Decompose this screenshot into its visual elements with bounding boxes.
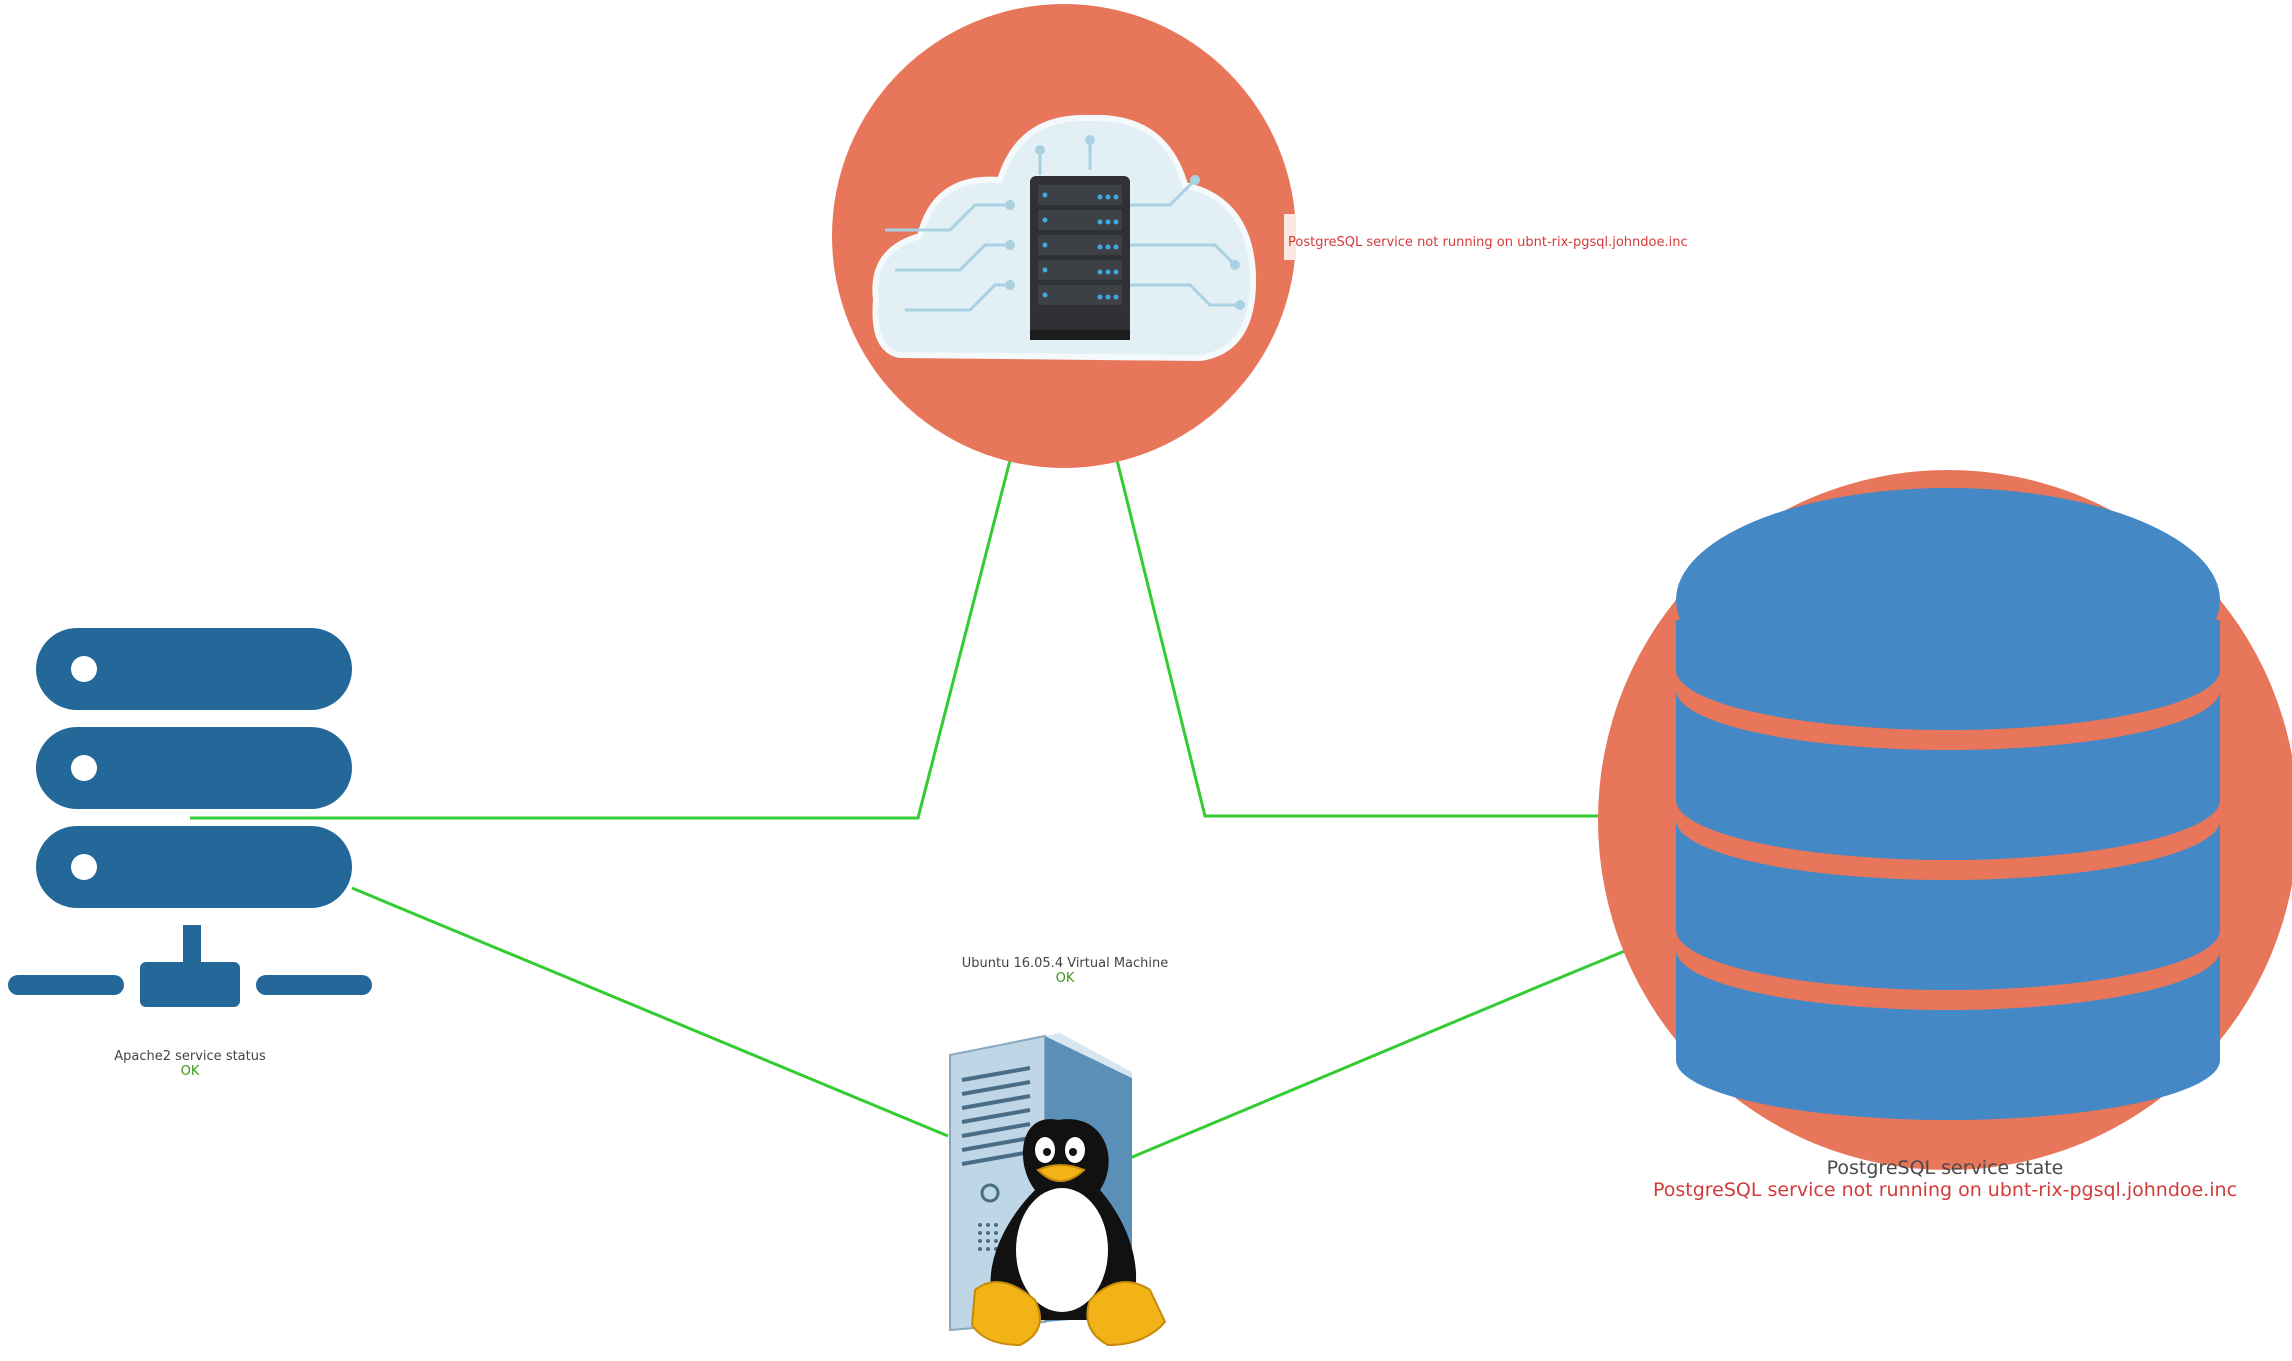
- cloud-label-tab: [1284, 214, 1296, 260]
- cloud-server-icon: [872, 114, 1257, 362]
- vm-title: Ubuntu 16.05.4 Virtual Machine: [961, 956, 1169, 971]
- apache-title: Apache2 service status: [114, 1049, 266, 1064]
- postgres-title: PostgreSQL service state: [1826, 1157, 2064, 1179]
- link-apache-vm[interactable]: [351, 886, 949, 1138]
- cloud-status-text: PostgreSQL service not running on ubnt-r…: [1288, 235, 1688, 250]
- link-cloud-apache[interactable]: [190, 366, 1036, 820]
- apache-status-badge: OK: [180, 1063, 200, 1079]
- cloud-node[interactable]: [832, 4, 1296, 468]
- vm-label: Ubuntu 16.05.4 Virtual Machine OK: [900, 956, 1230, 987]
- link-cloud-postgres[interactable]: [1092, 366, 1720, 818]
- postgres-label: PostgreSQL service state PostgreSQL serv…: [1560, 1157, 2292, 1202]
- postgres-node[interactable]: [1598, 470, 2292, 1170]
- cloud-status-label: PostgreSQL service not running on ubnt-r…: [1288, 235, 1708, 251]
- server-rack-icon: [8, 628, 372, 1007]
- database-icon: [1676, 488, 2220, 1120]
- apache-label: Apache2 service status OK: [60, 1049, 320, 1080]
- apache-node[interactable]: [8, 628, 372, 1007]
- link-vm-postgres[interactable]: [1129, 918, 1701, 1160]
- postgres-status-text: PostgreSQL service not running on ubnt-r…: [1652, 1178, 2238, 1201]
- vm-status-badge: OK: [1055, 970, 1075, 986]
- linux-tux-server-icon: [949, 1033, 1167, 1347]
- vm-node[interactable]: [949, 1033, 1167, 1347]
